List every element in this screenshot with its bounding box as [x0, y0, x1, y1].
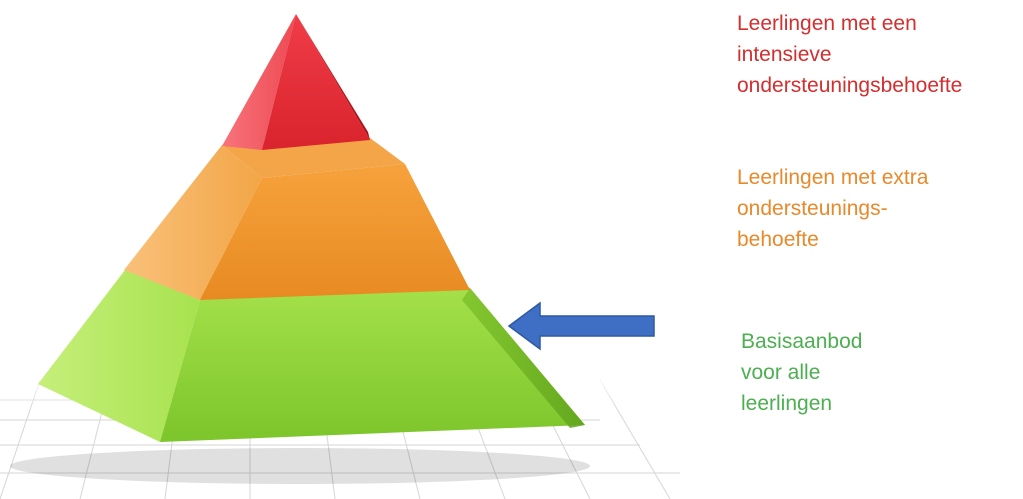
pyramid-tier-middle — [124, 138, 470, 300]
left-arrow-icon — [507, 301, 655, 351]
tier-label-middle: Leerlingen met extra ondersteunings- beh… — [737, 166, 929, 251]
pyramid-shadow — [10, 448, 590, 484]
tier-label-top: Leerlingen met een intensieve ondersteun… — [737, 12, 963, 97]
pyramid-tier-top — [222, 14, 370, 150]
tier-label-base: Basisaanbod voor alle leerlingen — [741, 330, 863, 415]
